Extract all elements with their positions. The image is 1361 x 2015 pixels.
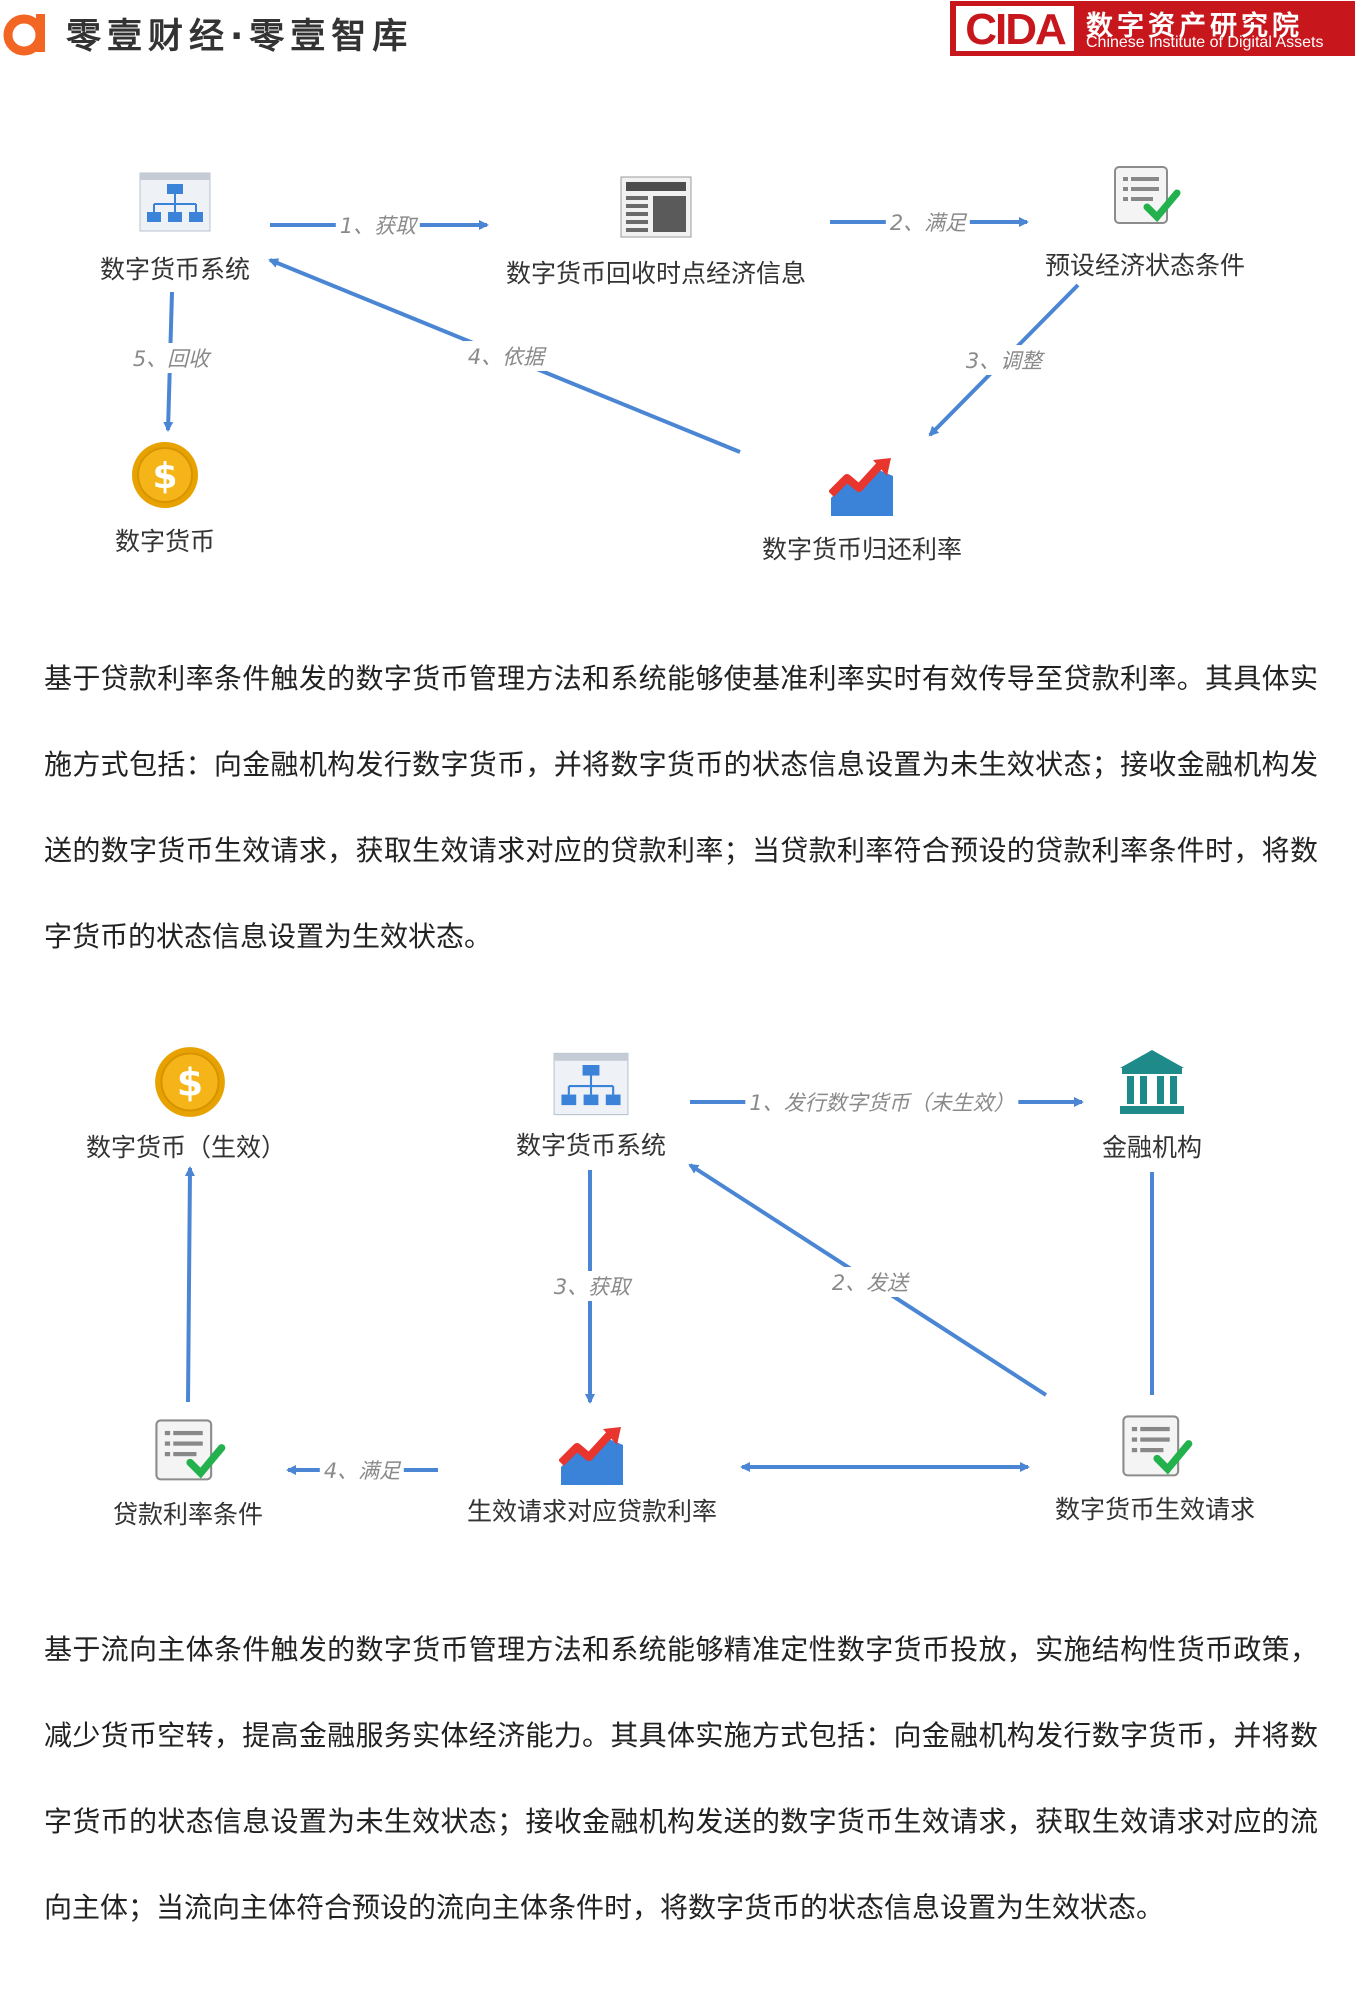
edge-label-obtain: 1、获取 bbox=[335, 210, 421, 240]
node-loan-rate-condition: 贷款利率条件 bbox=[112, 1500, 264, 1529]
bank-building-icon bbox=[1120, 1050, 1184, 1114]
document-icon bbox=[620, 176, 692, 238]
rising-chart-icon bbox=[559, 1427, 623, 1485]
dollar-coin-icon: $ bbox=[155, 1047, 225, 1117]
node-digital-currency: 数字货币 bbox=[114, 527, 216, 556]
lingyi-logo-icon bbox=[3, 14, 45, 56]
cida-english-name: Chinese Institute of Digital Assets bbox=[1086, 34, 1324, 51]
node-return-interest-rate: 数字货币归还利率 bbox=[761, 535, 963, 564]
brand-name: 零壹财经·零壹智库 bbox=[66, 17, 414, 57]
dollar-coin-icon: $ bbox=[132, 442, 198, 508]
edge-label-based-on: 4、依据 bbox=[463, 341, 549, 371]
paragraph-loan-rate-trigger: 基于贷款利率条件触发的数字货币管理方法和系统能够使基准利率实时有效传导至贷款利率… bbox=[44, 662, 1318, 953]
org-chart-icon bbox=[553, 1052, 629, 1116]
flow-diagram-loan-rate: $ 数字货币（生效） 数字货币系统 金融机构 bbox=[0, 1030, 1361, 1550]
svg-text:$: $ bbox=[177, 1061, 203, 1105]
checklist-icon bbox=[1114, 166, 1181, 224]
edge-label-send: 2、发送 bbox=[827, 1267, 913, 1297]
node-request-loan-rate: 生效请求对应贷款利率 bbox=[466, 1497, 718, 1526]
svg-text:$: $ bbox=[152, 456, 177, 497]
org-chart-icon bbox=[139, 172, 211, 232]
checklist-icon bbox=[1122, 1415, 1193, 1477]
cida-mark: CIDA bbox=[956, 5, 1074, 54]
checklist-icon bbox=[155, 1419, 226, 1481]
paragraph-flow-subject-trigger: 基于流向主体条件触发的数字货币管理方法和系统能够精准定性数字货币投放，实施结构性… bbox=[44, 1633, 1318, 1924]
node-preset-economic-condition: 预设经济状态条件 bbox=[1044, 251, 1246, 280]
node-recall-economic-info: 数字货币回收时点经济信息 bbox=[505, 259, 807, 288]
page-header: 零壹财经·零壹智库 CIDA 数字资产研究院 Chinese Institute… bbox=[0, 0, 1361, 70]
edge-label-issue-currency: 1、发行数字货币（未生效） bbox=[745, 1087, 1019, 1117]
edge-label-obtain: 3、获取 bbox=[549, 1271, 635, 1301]
node-digital-currency-active: 数字货币（生效） bbox=[85, 1133, 287, 1162]
edge-label-recall: 5、回收 bbox=[128, 343, 214, 373]
rising-chart-icon bbox=[829, 458, 893, 516]
node-activation-request: 数字货币生效请求 bbox=[1054, 1495, 1256, 1524]
cida-logo: CIDA 数字资产研究院 Chinese Institute of Digita… bbox=[950, 1, 1355, 56]
flow-diagram-economic-state: $ 数字货币系统 数字货币回收时点经济信息 预设经济状态条件 数字货币 数字货币… bbox=[0, 150, 1361, 570]
edge-label-satisfy: 2、满足 bbox=[885, 207, 971, 237]
arrow-condition-to-active-currency bbox=[184, 1166, 195, 1403]
cida-chinese-name: 数字资产研究院 bbox=[1086, 11, 1303, 42]
cida-letters: CIDA bbox=[965, 5, 1067, 54]
node-digital-currency-system: 数字货币系统 bbox=[99, 255, 251, 284]
node-digital-currency-system: 数字货币系统 bbox=[515, 1131, 667, 1160]
edge-label-adjust: 3、调整 bbox=[961, 345, 1047, 375]
node-financial-institution: 金融机构 bbox=[1101, 1133, 1203, 1162]
edge-label-satisfy: 4、满足 bbox=[319, 1455, 405, 1485]
